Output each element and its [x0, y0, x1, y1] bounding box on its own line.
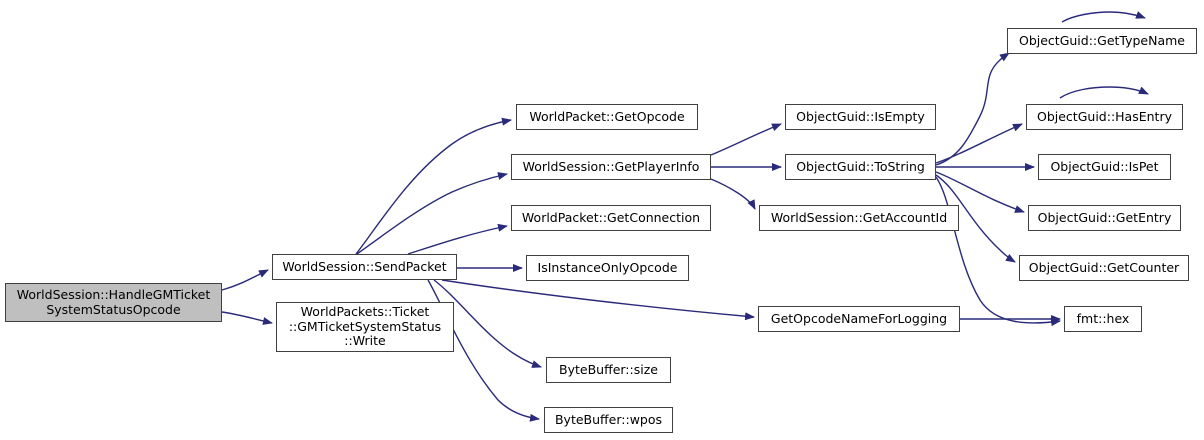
node-handle[interactable]: WorldSession::HandleGMTicket SystemStatu… [5, 283, 222, 322]
node-getconnection[interactable]: WorldPacket::GetConnection [511, 205, 711, 231]
node-getaccountid[interactable]: WorldSession::GetAccountId [759, 205, 959, 231]
node-getentry[interactable]: ObjectGuid::GetEntry [1028, 205, 1181, 231]
node-label-isempty: ObjectGuid::IsEmpty [796, 108, 925, 124]
edge-tostring-to-hasentry [935, 123, 1023, 164]
node-label-gmticketwrite: WorldPackets::Ticket ::GMTicketSystemSta… [288, 304, 442, 349]
edge-gettypename-to-gettypename [1061, 11, 1146, 23]
node-hasentry[interactable]: ObjectGuid::HasEntry [1026, 104, 1183, 130]
edge-handle-to-gmticketwrite [221, 311, 273, 325]
node-label-getopcodename: GetOpcodeNameForLogging [770, 310, 948, 326]
node-label-handle: WorldSession::HandleGMTicket SystemStatu… [16, 287, 211, 317]
node-label-getplayerinfo: WorldSession::GetPlayerInfo [522, 158, 700, 174]
node-label-bytebuffersize: ByteBuffer::size [559, 361, 658, 377]
node-sendpacket[interactable]: WorldSession::SendPacket [272, 254, 457, 280]
node-isempty[interactable]: ObjectGuid::IsEmpty [785, 104, 936, 130]
node-label-fmthex: fmt::hex [1076, 310, 1130, 326]
node-bytebuffersize[interactable]: ByteBuffer::size [546, 357, 671, 383]
node-gmticketwrite[interactable]: WorldPackets::Ticket ::GMTicketSystemSta… [276, 302, 454, 352]
node-label-bytebufferwpos: ByteBuffer::wpos [554, 411, 663, 427]
node-gettypename[interactable]: ObjectGuid::GetTypeName [1007, 28, 1197, 54]
node-getcounter[interactable]: ObjectGuid::GetCounter [1019, 255, 1189, 281]
node-isinstanceonly[interactable]: IsInstanceOnlyOpcode [526, 255, 689, 281]
edge-sendpacket-to-getopcode [355, 117, 512, 255]
node-ispet[interactable]: ObjectGuid::IsPet [1038, 154, 1171, 180]
edge-handle-to-sendpacket [221, 269, 269, 291]
node-label-getentry: ObjectGuid::GetEntry [1037, 209, 1172, 225]
edge-tostring-to-fmthex [935, 176, 1061, 327]
node-label-gettypename: ObjectGuid::GetTypeName [1018, 32, 1185, 48]
node-fmthex[interactable]: fmt::hex [1064, 306, 1142, 332]
edge-sendpacket-to-getplayerinfo [356, 172, 508, 255]
node-label-tostring: ObjectGuid::ToString [796, 158, 925, 174]
node-label-getconnection: WorldPacket::GetConnection [521, 209, 701, 225]
node-label-sendpacket: WorldSession::SendPacket [282, 258, 447, 274]
edge-getplayerinfo-to-isempty [710, 123, 782, 156]
node-label-ispet: ObjectGuid::IsPet [1050, 158, 1159, 174]
node-label-hasentry: ObjectGuid::HasEntry [1037, 108, 1172, 124]
edge-getplayerinfo-to-getaccountid [710, 178, 756, 210]
edge-sendpacket-to-getopcodename [441, 279, 755, 321]
node-label-getaccountid: WorldSession::GetAccountId [770, 209, 948, 225]
node-getopcode[interactable]: WorldPacket::GetOpcode [516, 104, 698, 130]
node-label-getcounter: ObjectGuid::GetCounter [1028, 259, 1180, 275]
node-tostring[interactable]: ObjectGuid::ToString [785, 154, 936, 180]
node-label-isinstanceonly: IsInstanceOnlyOpcode [537, 259, 678, 275]
node-getplayerinfo[interactable]: WorldSession::GetPlayerInfo [511, 154, 711, 180]
edge-tostring-to-gettypename [935, 52, 1010, 166]
node-label-getopcode: WorldPacket::GetOpcode [529, 108, 685, 124]
node-getopcodename[interactable]: GetOpcodeNameForLogging [758, 306, 960, 332]
node-bytebufferwpos[interactable]: ByteBuffer::wpos [544, 407, 673, 433]
edge-sendpacket-to-getconnection [407, 223, 508, 255]
edge-hasentry-to-hasentry [1059, 86, 1149, 99]
